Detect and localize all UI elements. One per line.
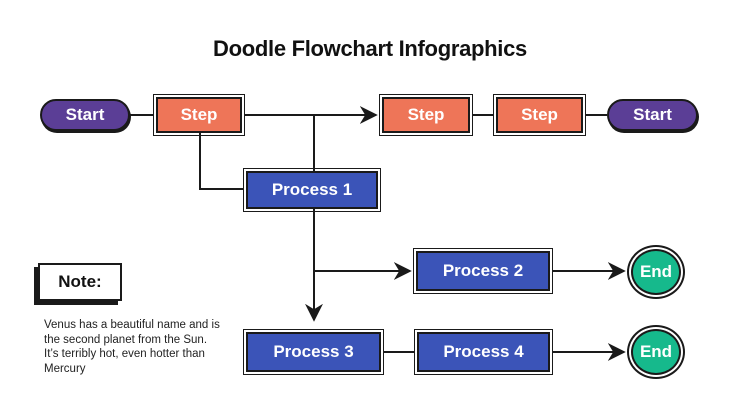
start-node-left[interactable]: Start: [40, 99, 130, 131]
step-node-2[interactable]: Step: [379, 94, 473, 136]
process-2-node[interactable]: Process 2: [413, 248, 553, 294]
step-node-3[interactable]: Step: [493, 94, 586, 136]
end-node-1[interactable]: End: [627, 245, 685, 299]
step-node-1[interactable]: Step: [153, 94, 245, 136]
note-label: Note:: [58, 272, 102, 291]
connector-step1-process1: [199, 132, 244, 190]
process-4-node[interactable]: Process 4: [414, 329, 553, 375]
note-text: Venus has a beautiful name and is the se…: [44, 319, 220, 375]
page-title: Doodle Flowchart Infographics: [213, 36, 527, 61]
process-3-node[interactable]: Process 3: [243, 329, 384, 375]
end-node-2[interactable]: End: [627, 325, 685, 379]
process-1-node[interactable]: Process 1: [243, 168, 381, 212]
start-node-right[interactable]: Start: [607, 99, 698, 131]
note-label-box: Note:: [38, 263, 122, 301]
